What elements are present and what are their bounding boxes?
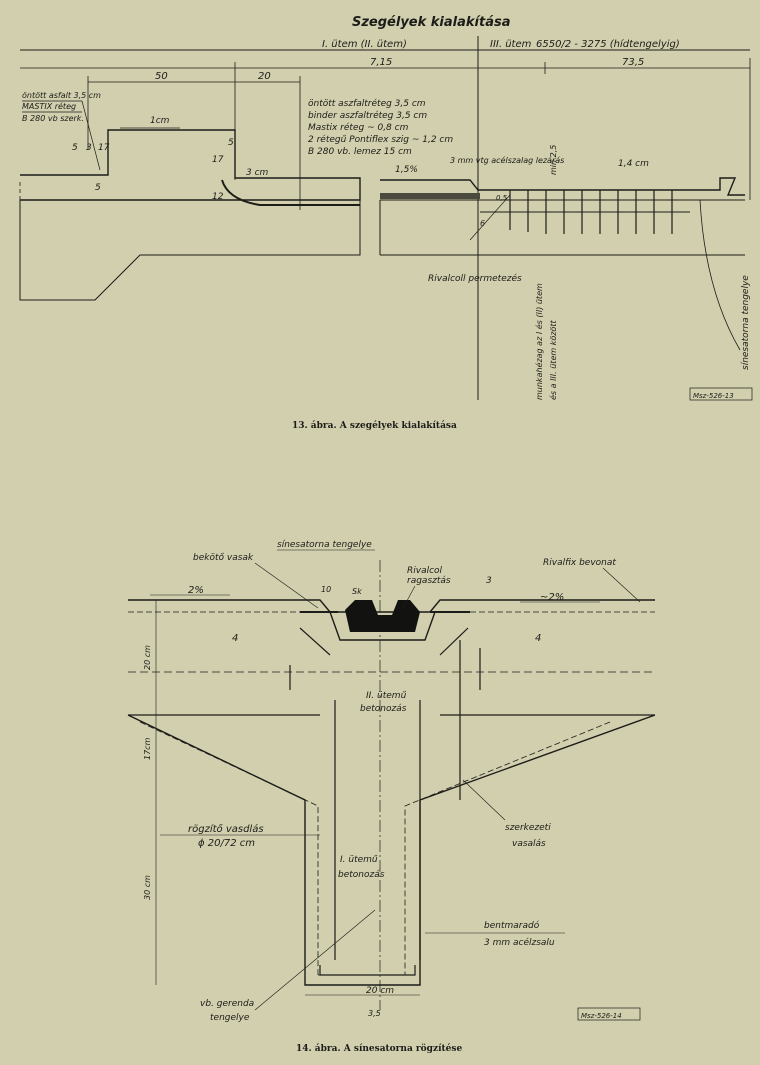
fig14-stamp-box (577, 1007, 641, 1021)
fig13-dim-left-5a: 5 (72, 143, 78, 153)
fig13-stamp-box (689, 387, 753, 401)
fig14-bekoto-leader (254, 562, 319, 609)
fig14-dim-35: 3,5 (368, 1009, 381, 1018)
fig14-structural-leader (462, 779, 506, 821)
fig13-layer-5: B 280 vb. lemez 15 cm (308, 147, 412, 157)
fig14-anchor-1: rögzítő vasdlás (188, 823, 264, 835)
fig13-layer-4: 2 rétegű Pontiflex szig ~ 1,2 cm (308, 134, 453, 145)
fig14-angle-left: 4 (232, 633, 238, 644)
fig14-beam-2: tengelye (210, 1013, 250, 1023)
fig13-stamp: Msz-526-13 (693, 392, 734, 400)
left-leader-diag (81, 100, 101, 171)
fig14-structural-2: vasalás (512, 839, 546, 849)
fig14-formwork-1: bentmaradó (484, 920, 540, 931)
fig14-dim-17cm: 17cm (143, 737, 152, 760)
fig14-beam-hidden (139, 721, 611, 975)
fig14-gutter-outline (329, 611, 436, 641)
fig14-rail-axis: sínesatorna tengelye (277, 540, 372, 550)
fig13-rivalcoll: Rivalcoll permetezés (428, 273, 522, 284)
right-asphalt-fill (380, 193, 480, 199)
fig13-left-label-1: öntött asfalt 3,5 cm (22, 91, 101, 100)
fig13-left-label-3: B 280 vb szerk. (22, 114, 84, 123)
fig14-stage1-1: I. ütemű (340, 855, 378, 865)
rivalcoll-leader (469, 194, 511, 241)
fig14-stage2-2: betonozás (360, 704, 407, 714)
fig13-dim-735: 73,5 (622, 57, 644, 68)
fig13-dim-mid-12: 12 (212, 192, 224, 202)
right-deck-top (380, 177, 745, 196)
fig13-slope: 1,5% (395, 165, 418, 175)
fig13-dim-mid-17: 17 (212, 155, 224, 165)
fig13-dim-3cm: 3 cm (246, 168, 269, 178)
fig14-rivalcol-leader (401, 585, 416, 611)
fig14-rivalcol-1: Rivalcol (407, 566, 443, 576)
fig14-connector-bars (289, 627, 481, 690)
fig14-angle-right: 4 (535, 633, 541, 644)
fig14-dim-bottom: 20 cm (366, 986, 394, 996)
fig14-dim-10: 10 (321, 585, 331, 594)
fig13-dim-05: 0,5 (496, 194, 508, 202)
fig14-anchor-2: ϕ 20/72 cm (198, 838, 255, 849)
fig13-dim-50: 50 (155, 71, 168, 82)
fig14-rivalfix-leader (602, 567, 641, 603)
fig14-slope-left: 2% (188, 585, 204, 596)
fig13-rail-axis: sínesatorna tengelye (741, 275, 751, 370)
fig13-min: min 2,5 (549, 145, 558, 175)
fig13-work-joint-2: és a III. ütem között (548, 320, 558, 400)
fig14-beam-1: vb. gerenda (200, 999, 254, 1009)
fig14-caption: 14. ábra. A sínesatorna rögzítése (296, 1043, 462, 1054)
fig13-layer-3: Mastix réteg ~ 0,8 cm (308, 122, 409, 133)
fig13-dim-6: 6 (480, 219, 485, 228)
right-deck-slab (379, 199, 745, 256)
fig14-rivalcol-2: ragasztás (407, 576, 451, 586)
fig13-title: Szegélyek kialakítása (352, 15, 511, 30)
left-beam-outline (19, 200, 361, 301)
fig13-dim-20: 20 (258, 71, 271, 82)
fig14-bekoto: bekötő vasak (193, 553, 254, 563)
fig13-dim-1cm: 1cm (150, 116, 170, 126)
fig13-stage3-formula: 6550/2 - 3275 (hídtengelyig) (536, 38, 680, 50)
fig13-dim-left-5b: 5 (95, 183, 101, 193)
fig13-dim-mid-5: 5 (228, 138, 234, 148)
fig13-left-label-2: MASTIX réteg (22, 101, 76, 111)
fig14-sk: Sk (352, 587, 362, 596)
fig14-stamp: Msz-526-14 (581, 1012, 622, 1020)
fig14-dim-30cm: 30 cm (143, 875, 152, 900)
fig14-structural-1: szerkezeti (505, 823, 551, 833)
fig14-beam-outline (127, 714, 656, 986)
fig13-work-joint-1: munkahézag az I és (II) ütem (534, 283, 544, 400)
fig13-layer-1: öntött aszfaltréteg 3,5 cm (308, 98, 426, 109)
fig14-stage1-2: betonozás (338, 870, 385, 880)
fig13-layer-2: binder aszfaltréteg 3,5 cm (308, 110, 427, 121)
fig13-stage3: III. ütem (490, 39, 532, 50)
fig13-dim-715: 7,15 (370, 57, 392, 68)
fig14-stage2-1: II. ütemű (366, 691, 407, 701)
fig13-dim-left-3: 3 (86, 143, 92, 153)
rail-axis-curve (699, 199, 741, 351)
left-gutter-curve (221, 179, 360, 206)
left-cornice-outline (20, 129, 361, 201)
fig13-steel-strip: 3 mm vtg acélszalag lezárás (450, 155, 564, 165)
fig14-dim-20cm: 20 cm (143, 645, 152, 670)
figure-14: sínesatorna tengelye bekötő vasak Rivalc… (127, 540, 656, 1054)
fig14-stirrup (319, 965, 416, 976)
fig13-caption: 13. ábra. A szegélyek kialakítása (292, 420, 457, 431)
fig14-rail-profile (345, 600, 420, 632)
fig14-rivalfix: Rivalfix bevonat (543, 558, 616, 568)
fig13-dim-14cm: 1,4 cm (618, 159, 649, 169)
fig14-beam-leader (254, 909, 376, 1011)
figure-13: Szegélyek kialakítása I. ütem (II. ütem)… (19, 15, 753, 431)
fig13-dim-left-17: 17 (98, 143, 110, 153)
fig14-slope-right: ~2% (540, 592, 564, 603)
fig13-stage1: I. ütem (II. ütem) (322, 39, 407, 50)
fig14-formwork-2: 3 mm acélzsalu (484, 937, 555, 948)
fig14-dim-3: 3 (486, 576, 492, 586)
